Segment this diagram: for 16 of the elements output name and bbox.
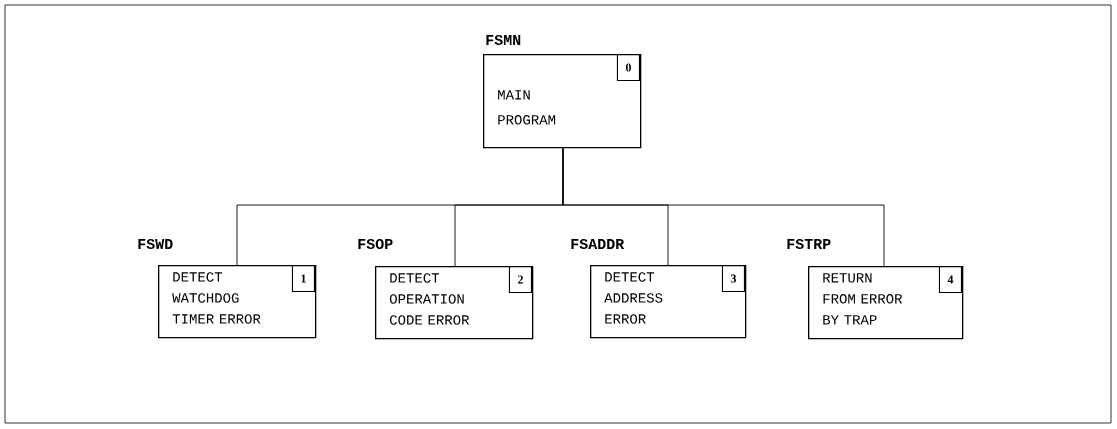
number-box: 3: [721, 265, 745, 293]
number-box: 1: [291, 265, 315, 293]
box-text: DETECT ADDRESS ERROR: [604, 272, 663, 324]
box-text: RETURN FROM ERROR BY TRAP: [823, 273, 903, 325]
number-box: 2: [508, 266, 532, 294]
box-text: MAIN PROGRAM: [498, 90, 556, 125]
module-name: FSTRP: [787, 238, 831, 250]
number-box: 0: [616, 54, 640, 82]
module-name: FSOP: [358, 238, 393, 250]
box-text: DETECT WATCHDOG TIMER ERROR: [172, 272, 261, 324]
module-name: FSADDR: [571, 238, 625, 250]
module-name: FSMN: [486, 34, 521, 46]
connector-line: [562, 147, 885, 267]
number-box: 4: [938, 266, 962, 294]
module-name: FSWD: [138, 238, 173, 250]
box-text: DETECT OPERATION CODE ERROR: [389, 273, 470, 325]
